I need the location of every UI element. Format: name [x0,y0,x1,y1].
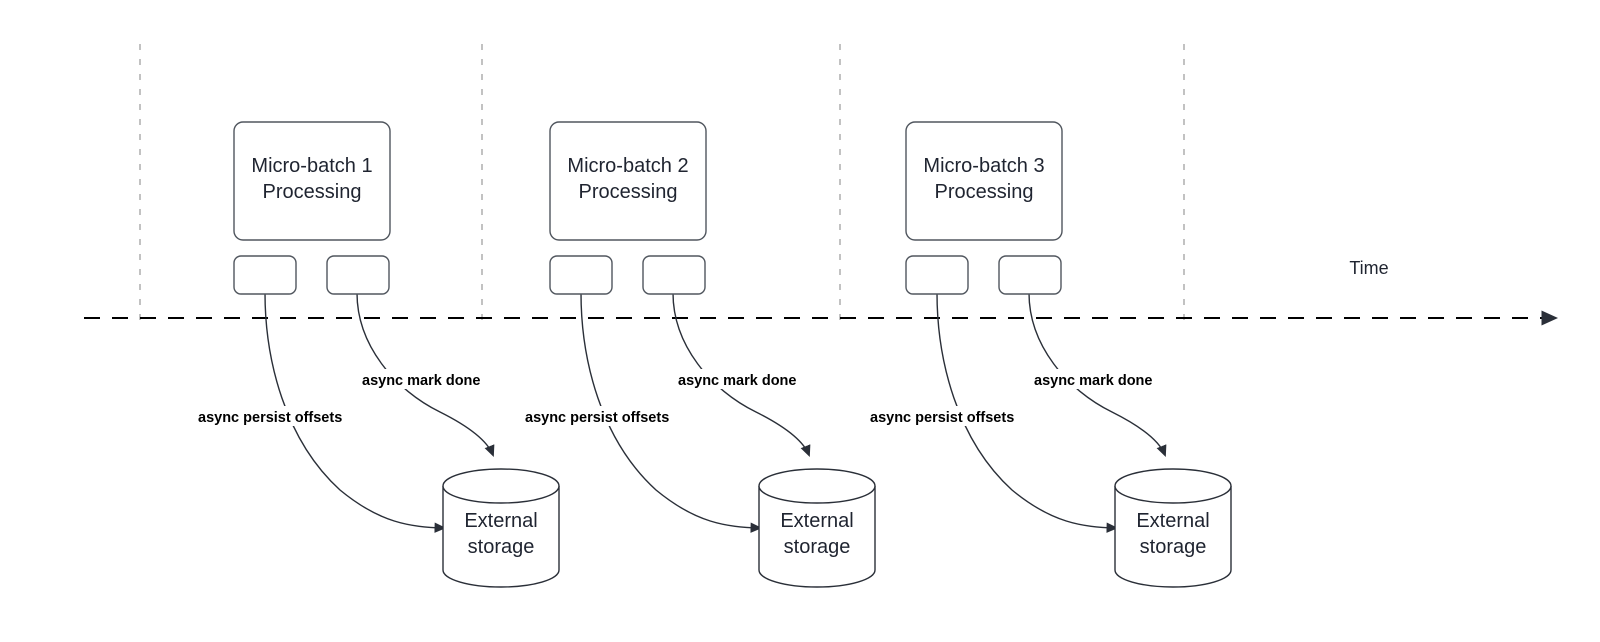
edge-markdone-2 [672,292,811,457]
edge-label-markdone-3: async mark done [1033,369,1173,389]
external-storage-3-label-line1: External [1136,510,1209,532]
external-storage-1-top [442,468,560,504]
edge-label-persist-3: async persist offsets [869,406,1044,426]
external-storage-1-body[interactable] [442,486,560,588]
group-2: Micro-batch 2 Processing async mark done… [524,121,876,588]
edge-label-persist-3-text: async persist offsets [870,410,1014,426]
edge-label-markdone-3-bg [1033,369,1173,389]
edge-label-persist-2-text: async persist offsets [525,410,669,426]
micro-batch-label-2-line2: Processing [579,181,678,203]
task-box-2b[interactable] [642,255,706,295]
micro-batch-rect-3[interactable] [905,121,1063,241]
edge-markdone-1 [356,292,495,457]
micro-batch-box-2[interactable]: Micro-batch 2 Processing [549,121,707,241]
edge-label-markdone-1-bg [361,369,501,389]
boundary-gridlines [139,44,1185,320]
edge-label-persist-1-text: async persist offsets [198,410,342,426]
task-box-3b[interactable] [998,255,1062,295]
micro-batch-label-1-line1: Micro-batch 1 [251,155,372,177]
micro-batch-box-1[interactable]: Micro-batch 1 Processing [233,121,391,241]
external-storage-2[interactable]: External storage [758,468,876,588]
external-storage-1[interactable]: External storage [442,468,560,588]
edge-label-markdone-2-bg [677,369,817,389]
edge-label-markdone-1: async mark done [361,369,501,389]
micro-batch-label-2-line1: Micro-batch 2 [567,155,688,177]
external-storage-3[interactable]: External storage [1114,468,1232,588]
task-box-1b[interactable] [326,255,390,295]
external-storage-3-top [1114,468,1232,504]
edge-label-markdone-2: async mark done [677,369,817,389]
edge-persist-3 [936,292,1119,533]
edge-label-markdone-1-text: async mark done [362,373,480,389]
edge-label-markdone-3-text: async mark done [1034,373,1152,389]
edge-label-markdone-2-text: async mark done [678,373,796,389]
time-axis-label: Time [1349,258,1388,278]
external-storage-2-body[interactable] [758,486,876,588]
external-storage-1-label-line2: storage [468,536,535,558]
edge-label-persist-2: async persist offsets [524,406,699,426]
edge-persist-1 [264,292,447,533]
edge-persist-2 [580,292,763,533]
external-storage-1-label-line1: External [464,510,537,532]
external-storage-2-label-line1: External [780,510,853,532]
task-box-1a[interactable] [233,255,297,295]
time-axis: Time [84,258,1558,326]
edge-label-persist-3-bg [869,406,1044,426]
external-storage-2-label-line2: storage [784,536,851,558]
edge-label-persist-1: async persist offsets [197,406,372,426]
micro-batch-rect-1[interactable] [233,121,391,241]
external-storage-3-label-line2: storage [1140,536,1207,558]
edge-markdone-3 [1028,292,1167,457]
micro-batch-rect-2[interactable] [549,121,707,241]
group-1: Micro-batch 1 Processing async mark done… [197,121,560,588]
external-storage-3-body[interactable] [1114,486,1232,588]
micro-batch-label-3-line2: Processing [935,181,1034,203]
micro-batch-box-3[interactable]: Micro-batch 3 Processing [905,121,1063,241]
group-3: Micro-batch 3 Processing async mark done… [869,121,1232,588]
micro-batch-label-3-line1: Micro-batch 3 [923,155,1044,177]
task-box-3a[interactable] [905,255,969,295]
micro-batch-label-1-line2: Processing [263,181,362,203]
edge-label-persist-1-bg [197,406,372,426]
task-box-2a[interactable] [549,255,613,295]
external-storage-2-top [758,468,876,504]
edge-label-persist-2-bg [524,406,699,426]
